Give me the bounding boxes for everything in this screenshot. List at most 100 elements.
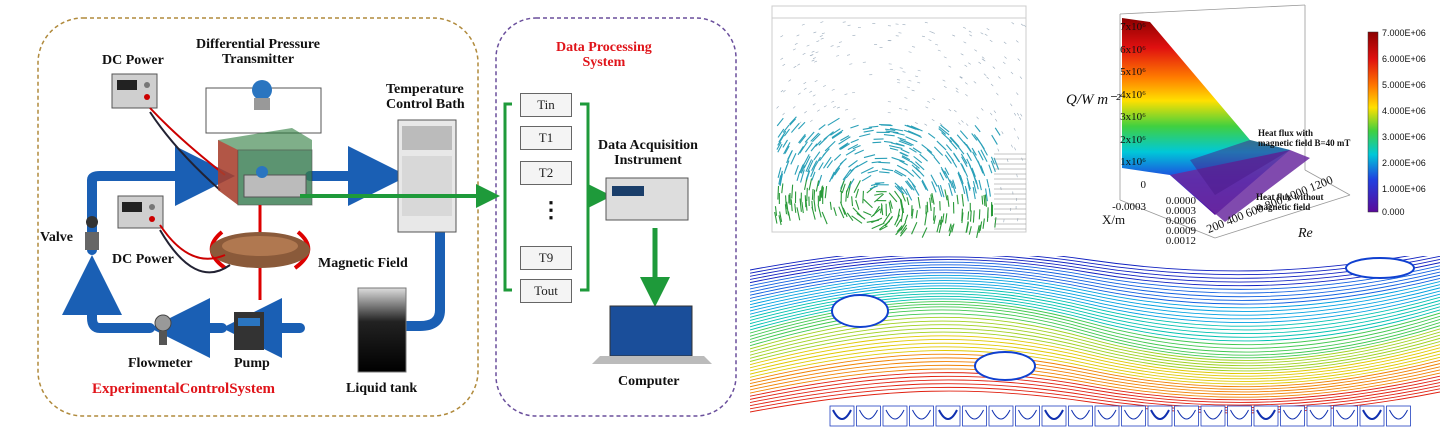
vector-arrow xyxy=(912,46,916,48)
vector-arrow xyxy=(868,125,879,128)
vector-arrow xyxy=(901,192,906,202)
vector-arrow xyxy=(817,204,822,218)
vector-arrow xyxy=(883,134,895,137)
streamline xyxy=(750,331,1440,372)
vector-arrow xyxy=(897,136,907,141)
vector-arrow xyxy=(826,160,834,169)
vector-arrow xyxy=(924,21,928,24)
vector-arrow xyxy=(804,142,813,153)
vector-arrow xyxy=(956,194,959,205)
vector-arrow xyxy=(960,53,964,56)
vector-arrow xyxy=(935,43,939,46)
vector-arrow xyxy=(943,85,947,89)
vector-arrow xyxy=(959,76,963,79)
vector-arrow xyxy=(862,127,873,130)
vector-arrow xyxy=(955,87,959,90)
vector-arrow xyxy=(957,171,963,181)
vector-arrow xyxy=(829,171,835,183)
vector-arrow xyxy=(783,164,788,174)
cell-vortex xyxy=(1256,409,1276,420)
cell-box xyxy=(909,405,934,427)
vector-arrow xyxy=(889,200,893,209)
vector-arrow xyxy=(871,161,881,164)
vector-arrow xyxy=(953,152,961,163)
temp-bath-label: Temperature Control Bath xyxy=(386,82,465,112)
vector-arrow xyxy=(802,154,810,167)
vector-arrow xyxy=(797,63,801,66)
vector-arrow xyxy=(873,193,885,203)
vector-arrow xyxy=(847,185,851,199)
vector-arrow xyxy=(777,185,780,200)
vector-arrow xyxy=(839,180,845,192)
vector-arrow xyxy=(959,130,969,140)
daq-label: Data Acquisition Instrument xyxy=(598,138,698,168)
vector-arrow xyxy=(936,219,941,233)
vector-arrow xyxy=(899,67,903,69)
vector-arrow xyxy=(776,105,779,109)
vector-arrow xyxy=(855,199,860,210)
cell-vortex xyxy=(991,409,1011,420)
vector-arrow xyxy=(815,140,822,147)
vector-arrow xyxy=(836,46,840,48)
vector-arrow xyxy=(972,172,978,185)
streamline xyxy=(750,346,1440,382)
vector-arrow xyxy=(812,57,816,59)
vector-arrow xyxy=(774,211,778,224)
vector-arrow xyxy=(821,32,825,35)
vector-arrow xyxy=(829,201,832,210)
vector-arrow xyxy=(776,141,782,150)
vector-arrow xyxy=(778,175,782,185)
vector-arrow xyxy=(782,90,786,93)
streamline xyxy=(750,256,1411,272)
vector-arrow xyxy=(908,80,912,82)
x-axis-label: X/m xyxy=(1102,212,1126,227)
vector-arrow xyxy=(804,178,808,191)
vector-arrow xyxy=(776,117,784,127)
vector-arrow xyxy=(980,165,986,176)
vector-arrow xyxy=(813,156,821,168)
vector-arrow xyxy=(968,226,972,235)
vector-arrow xyxy=(907,177,917,188)
vector-arrow xyxy=(964,64,968,67)
vector-arrow xyxy=(811,171,816,181)
dc-power-top xyxy=(111,73,158,109)
vector-arrow xyxy=(848,178,855,189)
vector-arrow xyxy=(872,141,882,144)
vector-arrow xyxy=(958,122,961,125)
vector-arrow xyxy=(993,110,997,114)
cell-box xyxy=(1333,405,1358,427)
vector-arrow xyxy=(899,152,908,157)
cell-box xyxy=(988,405,1014,427)
vector-arrow xyxy=(819,35,823,37)
vector-arrow xyxy=(971,133,978,141)
vector-arrow xyxy=(998,76,1001,79)
vector-arrow xyxy=(846,212,854,222)
vector-arrow xyxy=(1017,58,1021,61)
cell-box xyxy=(1280,405,1305,427)
streamline xyxy=(750,335,1440,374)
vector-arrow xyxy=(840,143,850,150)
vector-arrow xyxy=(810,143,818,152)
vector-arrow xyxy=(831,100,835,103)
vector-arrow xyxy=(944,167,950,176)
vector-arrow xyxy=(855,188,860,199)
vector-arrow xyxy=(885,130,899,134)
cell-vortex xyxy=(1071,409,1090,420)
vector-arrow xyxy=(818,124,826,131)
vector-arrow xyxy=(831,88,835,91)
vector-arrow xyxy=(944,189,948,201)
vector-arrow xyxy=(894,169,907,177)
vector-arrow xyxy=(901,155,911,161)
vector-arrow xyxy=(966,158,972,167)
liquid-tank xyxy=(357,287,407,373)
vector-arrow xyxy=(1016,174,1018,178)
cell-box xyxy=(882,405,908,427)
vector-arrow xyxy=(989,39,993,43)
vector-arrow xyxy=(784,145,790,154)
streamline xyxy=(750,261,1440,290)
magnet xyxy=(209,205,311,300)
vector-arrow xyxy=(978,209,981,220)
vector-arrow xyxy=(892,131,905,136)
vector-arrow xyxy=(811,50,815,53)
streamline xyxy=(750,269,1440,301)
